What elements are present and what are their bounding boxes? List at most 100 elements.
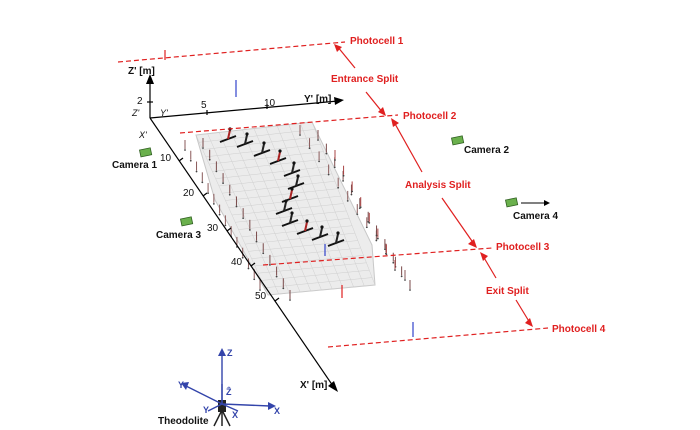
gate-pole-base: [262, 252, 265, 255]
x-axis-arrow: [328, 381, 338, 392]
skier-head: [320, 225, 324, 229]
skier-head: [290, 211, 294, 215]
gate-pole-base: [222, 182, 224, 184]
camera-2-icon: [451, 135, 465, 146]
y-axis-arrow: [334, 97, 344, 105]
skier-head: [245, 132, 249, 136]
gate-pole-base: [327, 173, 330, 176]
x-tick-label-40: 40: [231, 257, 243, 268]
split-arrows: [334, 44, 533, 327]
theo-y-label: Y: [178, 380, 185, 390]
theo-z-arrowhead: [218, 348, 226, 356]
grid-line: [242, 129, 312, 292]
analysis-arrowhead-up: [391, 118, 399, 127]
theodolite-label: Theodolite: [158, 416, 209, 427]
camera-2-label: Camera 2: [464, 145, 510, 156]
exit-split-label: Exit Split: [486, 286, 529, 297]
gate-pole-base: [404, 279, 406, 281]
x-tick-label-30: 30: [207, 223, 219, 234]
theo-x2-axis: [221, 403, 239, 412]
gate-pole-base: [342, 180, 344, 182]
analysis-arrowhead-down: [468, 239, 477, 248]
grid-line: [218, 132, 290, 294]
photocell-4-line: [327, 327, 549, 348]
analysis-split-arrow-down: [441, 197, 475, 245]
camera-icons: [139, 135, 519, 227]
gate-pole-base: [365, 226, 368, 229]
theo-x-arrowhead: [268, 402, 276, 410]
exit-arrowhead-down: [525, 318, 533, 327]
x-tick-20: [202, 192, 208, 197]
y-tick-label-5: 5: [201, 100, 207, 111]
gate-pole-base: [394, 269, 396, 271]
gate-pole-base: [242, 217, 245, 220]
gate-pole-base: [350, 193, 353, 196]
gate-pole-base: [224, 224, 227, 227]
entrance-arrowhead-down: [378, 107, 386, 116]
y-tick-label-10: 10: [264, 98, 276, 109]
x-tick-label-10: 10: [160, 153, 172, 164]
gate-pole-base: [282, 287, 285, 290]
skier-figure: [283, 201, 287, 212]
theodolite-axes: [181, 348, 276, 412]
z-axis-title: Z' [m]: [128, 66, 155, 77]
gate-pole-base: [334, 159, 336, 161]
skier-figure: [261, 143, 265, 154]
gate-pole-base: [269, 264, 271, 266]
theo-x2-label: X: [232, 410, 239, 420]
theodolite-icon: [213, 400, 231, 427]
skier-figure: [295, 176, 299, 187]
gate-pole-base: [400, 275, 403, 278]
skier-head: [305, 219, 309, 223]
grid-line: [230, 131, 301, 293]
entrance-split-arrow-up: [336, 45, 356, 69]
theo-y-arrowhead: [181, 382, 189, 390]
gate-pole-base: [212, 202, 215, 205]
theo-y2-axis: [207, 403, 223, 412]
skier-head: [292, 161, 296, 165]
gate-pole-base: [218, 213, 221, 216]
photocell-2-line: [179, 114, 399, 134]
gate-pole-base: [289, 299, 291, 301]
gate-pole-base: [253, 278, 256, 281]
entrance-arrowhead-up: [334, 44, 342, 52]
gate-pole-base: [235, 205, 238, 208]
skier-head: [290, 187, 294, 191]
theo-z-label: Z: [227, 348, 233, 358]
gate-pole-base: [275, 275, 278, 278]
gate-pole-base: [359, 206, 362, 209]
photocell-4-label: Photocell 4: [552, 324, 606, 335]
photocell-3-label: Photocell 3: [496, 242, 550, 253]
photocell-1-line: [117, 41, 346, 63]
skier-head: [296, 174, 300, 178]
theo-x-axis: [221, 403, 271, 407]
entrance-split-label: Entrance Split: [331, 74, 399, 85]
gate-pole-base: [208, 158, 211, 161]
y-axis-title: Y' [m]: [304, 94, 332, 105]
skier-head: [336, 231, 340, 235]
gate-pole-base: [346, 200, 349, 202]
gate-pole-base: [215, 170, 218, 173]
gate-pole-base: [368, 221, 371, 224]
camera-4-label: Camera 4: [513, 211, 559, 222]
skier-figure: [304, 221, 308, 232]
gate-pole-base: [351, 190, 354, 193]
y-axis-line: [149, 100, 339, 119]
theo-z2-label: Ẑ: [226, 387, 232, 397]
exit-split-arrow-up: [482, 255, 497, 279]
gate-pole-base: [333, 166, 336, 169]
camera-4-icon: [505, 197, 519, 208]
camera-4-arrowhead: [544, 200, 550, 206]
gate-pole-base: [207, 192, 209, 194]
gate-pole-base: [337, 186, 340, 189]
exit-arrowhead-up: [480, 252, 488, 261]
theo-y-axis: [185, 385, 223, 405]
origin-x-label: X': [139, 130, 147, 140]
gate-pole-base: [375, 234, 378, 237]
z-tick-label: 2: [137, 96, 143, 107]
gate-pole-base: [342, 174, 345, 177]
exit-split-arrow-down: [515, 299, 531, 324]
x-axis-title: X' [m]: [300, 380, 328, 391]
x-tick-10: [178, 157, 184, 162]
